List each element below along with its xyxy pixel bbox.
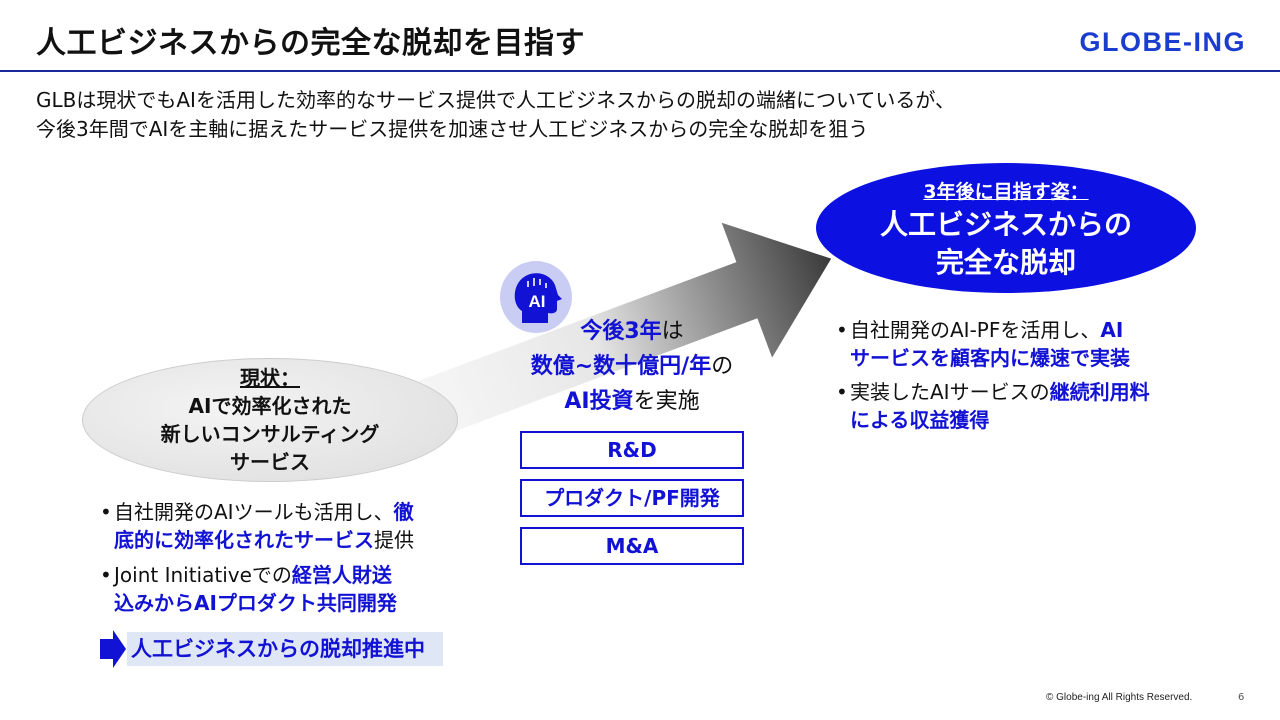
right-bullet-2: •実装したAIサービスの継続利用料による収益獲得 (836, 380, 1150, 432)
subtitle-line-2: 今後3年間でAIを主軸に据えたサービス提供を加速させ人工ビジネスからの完全な脱却… (36, 117, 869, 141)
right-arrow-icon (100, 630, 126, 668)
middle-line-3: AI投資を実施 (564, 389, 700, 414)
goal-ellipse: 3年後に目指す姿： 人工ビジネスからの 完全な脱却 (816, 163, 1196, 293)
current-heading: 現状： (240, 366, 300, 390)
current-line: サービス (230, 450, 310, 474)
left-bullet-2: •Joint Initiativeでの経営人財送込みからAIプロダクト共同開発 (100, 563, 397, 615)
current-line: 新しいコンサルティング (160, 422, 380, 446)
page-title: 人工ビジネスからの完全な脱却を目指す (36, 26, 585, 61)
left-bullet-1: •自社開発のAIツールも活用し、徹底的に効率化されたサービス提供 (100, 500, 414, 552)
ai-head-icon: AI (500, 261, 572, 333)
copyright: © Globe-ing All Rights Reserved. (1046, 692, 1193, 703)
subtitle-line-1: GLBは現状でもAIを活用した効率的なサービス提供で人工ビジネスからの脱却の端緒… (36, 88, 955, 112)
globe-ing-logo: GLOBE-ING (1079, 27, 1246, 57)
svg-text:AI: AI (529, 292, 546, 311)
investment-product-pf: プロダクト/PF開発 (520, 479, 744, 517)
goal-line: 人工ビジネスからの (879, 208, 1132, 241)
current-line: AIで効率化された (188, 394, 352, 418)
progress-label: 人工ビジネスからの脱却推進中 (127, 632, 443, 666)
title-divider (0, 70, 1280, 72)
investment-rd: R&D (520, 431, 744, 469)
middle-line-1: 今後3年は (580, 319, 684, 344)
page-number: 6 (1238, 692, 1245, 703)
investment-ma: M&A (520, 527, 744, 565)
progress-callout: 人工ビジネスからの脱却推進中 (100, 630, 445, 668)
current-state-ellipse: 現状： AIで効率化された 新しいコンサルティング サービス (82, 358, 458, 482)
goal-heading: 3年後に目指す姿： (923, 181, 1089, 203)
middle-line-2: 数億~数十億円/年の (530, 354, 734, 379)
goal-line: 完全な脱却 (935, 246, 1076, 279)
